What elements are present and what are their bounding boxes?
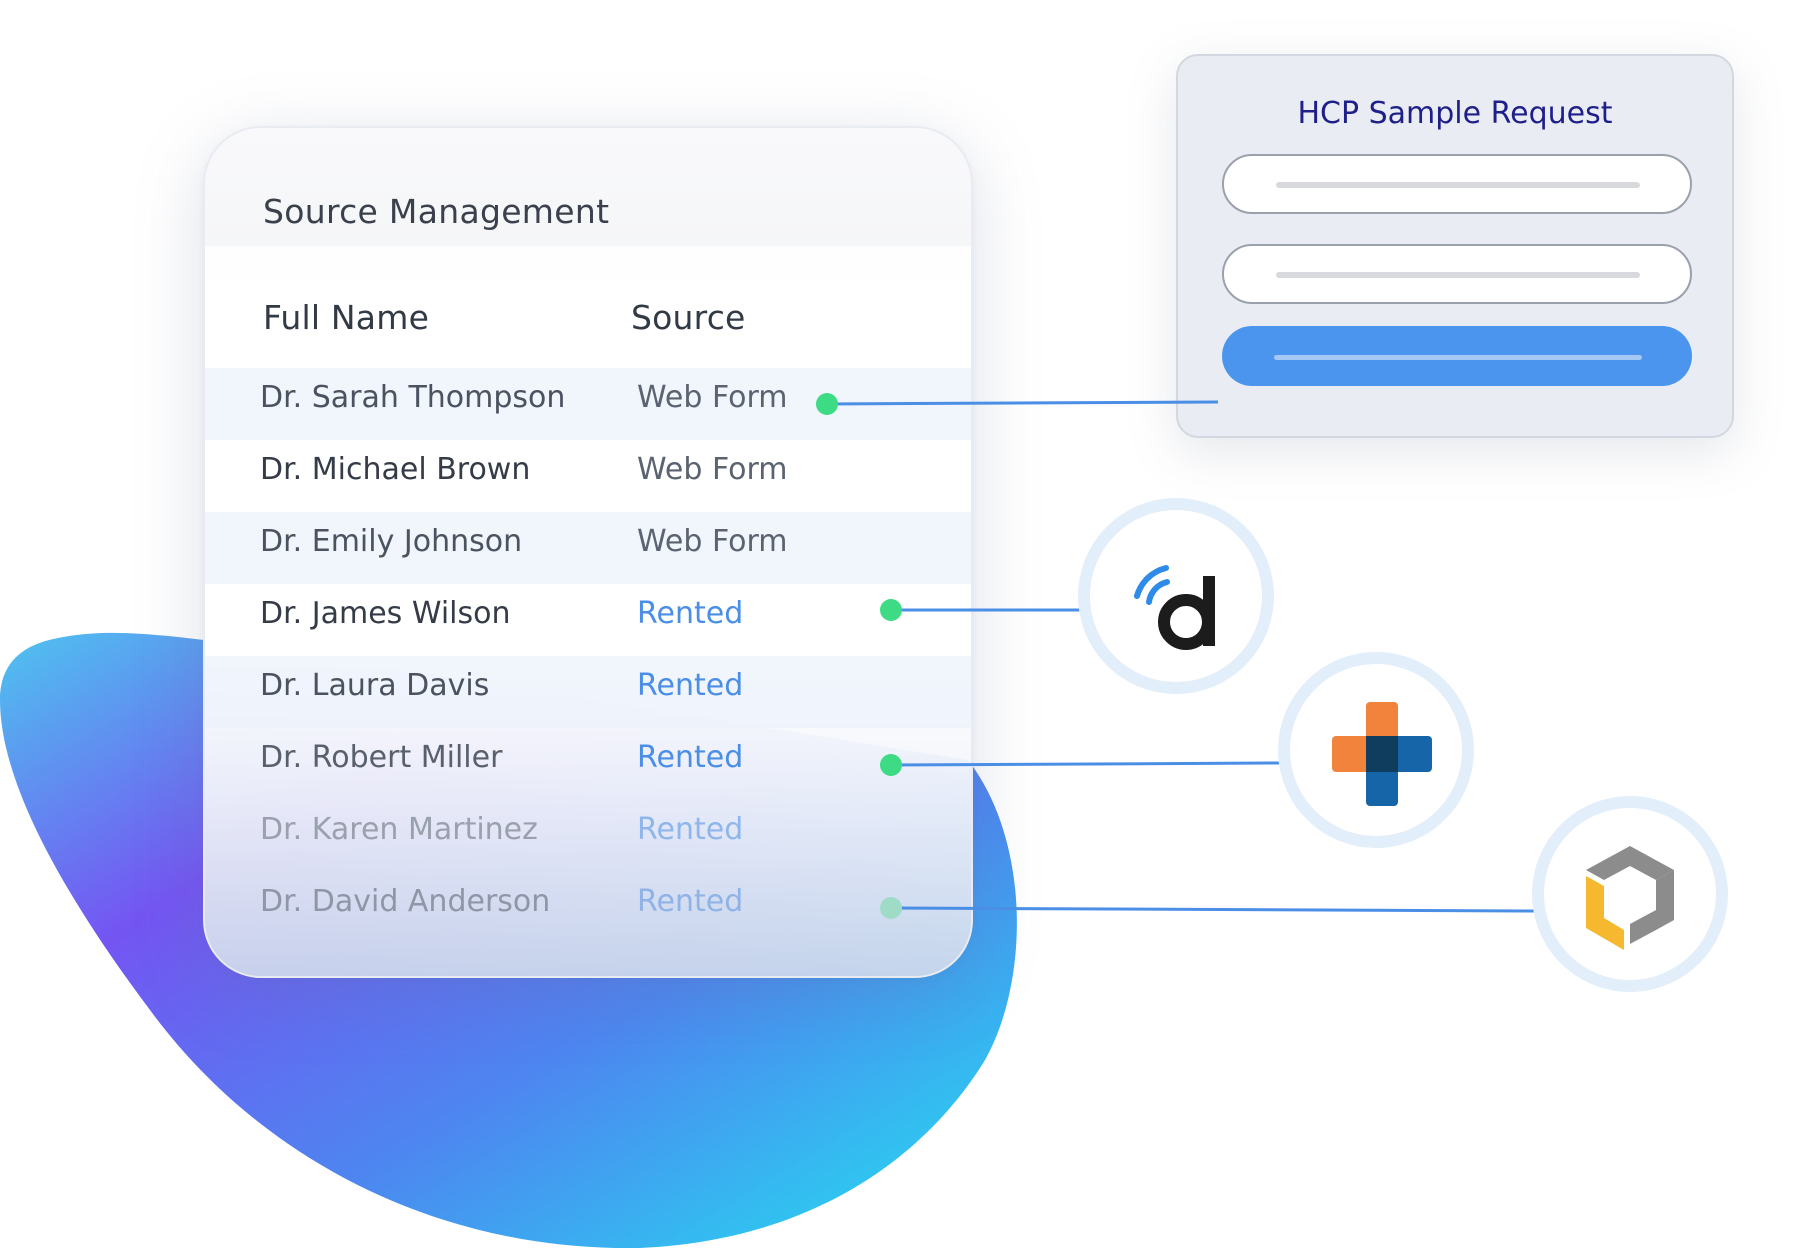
table-row[interactable]: Dr. James Wilson Rented bbox=[205, 584, 971, 656]
form-input-field[interactable] bbox=[1222, 154, 1692, 214]
contact-name: Dr. Sarah Thompson bbox=[260, 380, 566, 415]
integration-cube[interactable] bbox=[1532, 796, 1728, 992]
contact-name: Dr. Michael Brown bbox=[260, 452, 531, 487]
integration-doximity[interactable] bbox=[1078, 498, 1274, 694]
table-row[interactable]: Dr. David Anderson Rented bbox=[205, 872, 971, 944]
medical-cross-logo-icon bbox=[1332, 702, 1432, 806]
table-row[interactable]: Dr. Karen Martinez Rented bbox=[205, 800, 971, 872]
form-input-field[interactable] bbox=[1222, 244, 1692, 304]
contact-source: Rented bbox=[637, 596, 744, 631]
card-title: Source Management bbox=[263, 192, 610, 231]
button-label-line bbox=[1274, 355, 1642, 360]
contact-source: Web Form bbox=[637, 452, 788, 487]
table-row[interactable]: Dr. Laura Davis Rented bbox=[205, 656, 971, 728]
table-row[interactable]: Dr. Sarah Thompson Web Form bbox=[205, 368, 971, 440]
contact-name: Dr. David Anderson bbox=[260, 884, 551, 919]
table-row[interactable]: Dr. Robert Miller Rented bbox=[205, 728, 971, 800]
doximity-d-icon bbox=[1134, 565, 1215, 650]
contact-name: Dr. Robert Miller bbox=[260, 740, 503, 775]
contact-name: Dr. Laura Davis bbox=[260, 668, 490, 703]
form-title: HCP Sample Request bbox=[1297, 96, 1613, 131]
table-row[interactable]: Dr. Michael Brown Web Form bbox=[205, 440, 971, 512]
contact-name: Dr. Karen Martinez bbox=[260, 812, 538, 847]
contact-name: Dr. James Wilson bbox=[260, 596, 511, 631]
integration-medical-cross[interactable] bbox=[1278, 652, 1474, 848]
contact-source: Web Form bbox=[637, 380, 788, 415]
contact-table: Dr. Sarah Thompson Web Form Dr. Michael … bbox=[205, 368, 971, 944]
placeholder-line bbox=[1276, 272, 1640, 278]
card-header bbox=[205, 128, 971, 246]
hcp-sample-request-form: HCP Sample Request bbox=[1176, 54, 1734, 438]
form-submit-button[interactable] bbox=[1222, 326, 1692, 386]
hexagon-cube-logo-icon bbox=[1586, 846, 1674, 950]
source-management-card: Source Management Full Name Source Dr. S… bbox=[203, 126, 973, 978]
contact-source: Rented bbox=[637, 812, 744, 847]
column-header-full-name[interactable]: Full Name bbox=[263, 298, 430, 337]
contact-source: Rented bbox=[637, 740, 744, 775]
contact-name: Dr. Emily Johnson bbox=[260, 524, 523, 559]
contact-source: Web Form bbox=[637, 524, 788, 559]
contact-source: Rented bbox=[637, 884, 744, 919]
contact-source: Rented bbox=[637, 668, 744, 703]
placeholder-line bbox=[1276, 182, 1640, 188]
column-header-source[interactable]: Source bbox=[631, 298, 746, 337]
table-row[interactable]: Dr. Emily Johnson Web Form bbox=[205, 512, 971, 584]
